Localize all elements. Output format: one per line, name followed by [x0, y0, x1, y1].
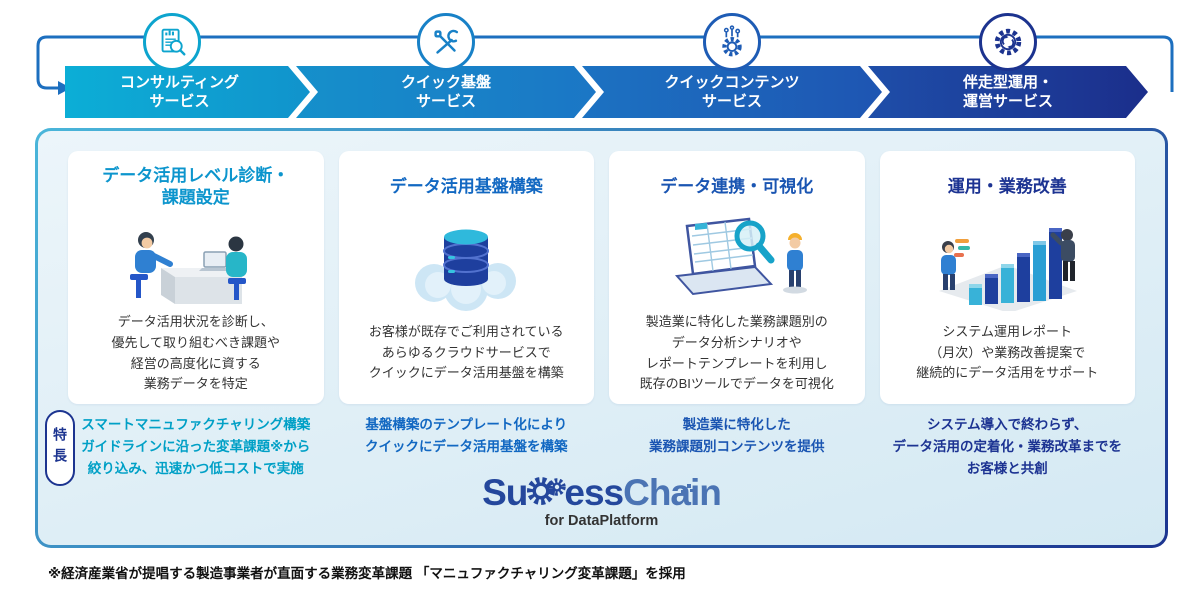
features-label: 特長 — [52, 427, 68, 469]
feature-consulting: スマートマニュファクチャリング構築 ガイドラインに沿った変革課題※から 絞り込み… — [81, 417, 311, 476]
logo-gear-icon — [526, 472, 567, 515]
card-operation-improvement: 運用・業務改善 — [879, 151, 1135, 404]
card-description: 製造業に特化した業務課題別の データ分析シナリオや レポートテンプレートを利用し… — [639, 314, 834, 392]
successchain-logo-text: Su ess Chain — [482, 470, 722, 515]
card-title: データ活用レベル診断・ 課題設定 — [102, 165, 290, 207]
flow-step-operation: 伴走型運用・ 運営サービス — [868, 66, 1148, 118]
flow-step-consulting: コンサルティング サービス — [65, 66, 310, 118]
flow-step-label: クイックコンテンツ サービス — [664, 73, 800, 110]
flow-step-label: 伴走型運用・ 運営サービス — [962, 73, 1053, 110]
main-panel-inner: データ活用レベル診断・ 課題設定 — [38, 131, 1165, 545]
card-description: データ活用状況を診断し、 優先して取り組むべき課題や 経営の高度化に資する 業務… — [111, 314, 281, 392]
growth-chart-illustration — [927, 210, 1087, 312]
tools-icon — [417, 13, 475, 71]
main-panel: データ活用レベル診断・ 課題設定 — [35, 128, 1168, 548]
logo-pixel-accent-icon — [680, 463, 695, 505]
card-title: データ連携・可視化 — [660, 176, 814, 196]
logo-subtitle: for DataPlatform — [544, 513, 659, 529]
card-title: データ活用基盤構築 — [389, 176, 543, 196]
loop-arrowhead-icon — [58, 81, 71, 95]
feature-platform: 基盤構築のテンプレート化により クイックにデータ活用基盤を構築 — [365, 417, 568, 454]
logo-text-su: Su — [482, 471, 528, 513]
card-description: システム運用レポート （月次）や業務改善提案で 継続的にデータ活用をサポート — [916, 323, 1099, 381]
card-data-level-assessment: データ活用レベル診断・ 課題設定 — [68, 151, 324, 404]
flow-step-quick-contents: クイックコンテンツ サービス — [582, 66, 882, 118]
cycle-loop-arrow — [36, 35, 1174, 95]
report-magnifier-icon — [143, 13, 201, 71]
features-label-badge: 特長 — [45, 410, 75, 486]
card-data-visualization: データ連携・可視化 — [609, 151, 865, 404]
card-title: 運用・業務改善 — [947, 176, 1067, 196]
service-cards: データ活用レベル診断・ 課題設定 — [68, 151, 1135, 404]
feature-contents: 製造業に特化した 業務課題別コンテンツを提供 — [649, 417, 825, 454]
logo-text-chain: Chain — [623, 471, 722, 513]
laptop-visualization-illustration — [657, 210, 817, 310]
flow-step-label: コンサルティング サービス — [119, 73, 240, 110]
feature-operation: システム導入で終わらず、 データ活用の定着化・業務改革までを お客様と共創 — [892, 417, 1123, 476]
flow-step-label: クイック基盤 サービス — [400, 73, 491, 110]
gear-circuit-icon — [703, 13, 761, 71]
card-platform-building: データ活用基盤構築 — [338, 151, 594, 404]
footnote: ※経済産業省が提唱する製造事業者が直面する業務変革課題 「マニュファクチャリング… — [48, 566, 686, 581]
gear-sync-icon — [979, 13, 1037, 71]
flow-step-quick-platform: クイック基盤 サービス — [296, 66, 596, 118]
consultation-illustration — [116, 210, 276, 310]
cloud-database-illustration — [386, 210, 546, 312]
features-row: スマートマニュファクチャリング構築 ガイドラインに沿った変革課題※から 絞り込み… — [68, 414, 1135, 480]
logo-text-ess: ess — [564, 471, 624, 513]
card-description: お客様が既存でご利用されている あらゆるクラウドサービスで クイックにデータ活用… — [368, 323, 564, 381]
successchain-logo: Su ess Chain — [38, 470, 1165, 530]
